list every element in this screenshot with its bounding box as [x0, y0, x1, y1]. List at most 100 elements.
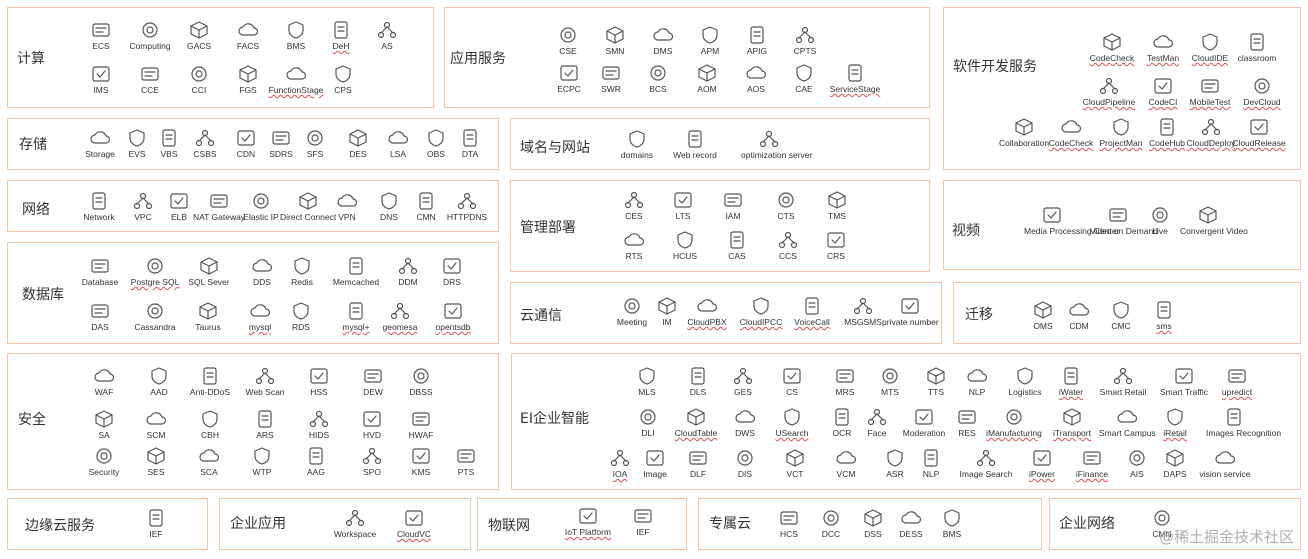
- service-direct-connect[interactable]: Direct Connect: [280, 191, 336, 222]
- service-workspace[interactable]: Workspace: [327, 508, 383, 539]
- service-aad[interactable]: AAD: [131, 366, 187, 397]
- service-cloudrelease[interactable]: CloudRelease: [1231, 117, 1287, 148]
- service-cmc[interactable]: CMC: [1093, 300, 1149, 331]
- service-im[interactable]: IM: [639, 296, 695, 327]
- service-taurus[interactable]: Taurus: [180, 301, 236, 332]
- service-ief[interactable]: IEF: [128, 508, 184, 539]
- service-ims[interactable]: IMS: [73, 64, 129, 95]
- service-drs[interactable]: DRS: [424, 256, 480, 287]
- service-aom[interactable]: AOM: [679, 63, 735, 94]
- service-cts[interactable]: CTS: [758, 190, 814, 221]
- service-anti-ddos[interactable]: Anti-DDoS: [182, 366, 238, 397]
- service-image-search[interactable]: Image Search: [958, 448, 1014, 479]
- service-des[interactable]: DES: [330, 128, 386, 159]
- service-rds[interactable]: RDS: [273, 301, 329, 332]
- service-voicecall[interactable]: VoiceCall: [784, 296, 840, 327]
- service-cce[interactable]: CCE: [122, 64, 178, 95]
- service-opentsdb[interactable]: opentsdb: [425, 301, 481, 332]
- service-apig[interactable]: APIG: [729, 25, 785, 56]
- service-ecs[interactable]: ECS: [73, 20, 129, 51]
- service-imanufacturing[interactable]: iManufacturing: [986, 407, 1042, 438]
- service-crs[interactable]: CRS: [808, 230, 864, 261]
- service-ses[interactable]: SES: [128, 446, 184, 477]
- service-sdrs[interactable]: SDRS: [253, 128, 309, 159]
- service-as[interactable]: AS: [359, 20, 415, 51]
- service-cdn[interactable]: CDN: [218, 128, 274, 159]
- service-vct[interactable]: VCT: [767, 448, 823, 479]
- service-dds[interactable]: DDS: [234, 256, 290, 287]
- service-ars[interactable]: ARS: [237, 409, 293, 440]
- service-logistics[interactable]: Logistics: [997, 366, 1053, 397]
- service-mrs[interactable]: MRS: [817, 366, 873, 397]
- service-computing[interactable]: Computing: [122, 20, 178, 51]
- service-ief[interactable]: IEF: [615, 506, 671, 537]
- service-devcloud[interactable]: DevCloud: [1234, 76, 1290, 107]
- service-collaboration[interactable]: Collaboration: [996, 117, 1052, 148]
- service-vbs[interactable]: VBS: [141, 128, 197, 159]
- service-wtp[interactable]: WTP: [234, 446, 290, 477]
- service-facs[interactable]: FACS: [220, 20, 276, 51]
- service-cmn[interactable]: CMN: [398, 191, 454, 222]
- service-hcs[interactable]: HCS: [761, 508, 817, 539]
- service-ais[interactable]: AIS: [1109, 448, 1165, 479]
- service-dbss[interactable]: DBSS: [393, 366, 449, 397]
- service-bms[interactable]: BMS: [268, 20, 324, 51]
- service-cmn[interactable]: CMN: [1134, 508, 1190, 539]
- service-cs[interactable]: CS: [764, 366, 820, 397]
- service-geomesa[interactable]: geomesa: [372, 301, 428, 332]
- service-cbh[interactable]: CBH: [182, 409, 238, 440]
- service-iot-platform[interactable]: IoT Platform: [560, 506, 616, 537]
- service-optimization-server[interactable]: optimization server: [741, 129, 812, 160]
- service-dws[interactable]: DWS: [717, 407, 773, 438]
- service-network[interactable]: Network: [71, 191, 127, 222]
- service-ecpc[interactable]: ECPC: [541, 63, 597, 94]
- service-bms[interactable]: BMS: [924, 508, 980, 539]
- service-oms[interactable]: OMS: [1015, 300, 1071, 331]
- service-sa[interactable]: SA: [76, 409, 132, 440]
- service-classroom[interactable]: classroom: [1229, 32, 1285, 63]
- service-servicestage[interactable]: ServiceStage: [827, 63, 883, 94]
- service-ipower[interactable]: iPower: [1014, 448, 1070, 479]
- service-cloudpipeline[interactable]: CloudPipeline: [1081, 76, 1137, 107]
- service-hcus[interactable]: HCUS: [657, 230, 713, 261]
- service-mysql[interactable]: mysql: [232, 301, 288, 332]
- service-deh[interactable]: DeH: [313, 20, 369, 51]
- service-meeting[interactable]: Meeting: [604, 296, 660, 327]
- service-ioa[interactable]: IOA: [592, 448, 648, 479]
- service-evs[interactable]: EVS: [109, 128, 165, 159]
- service-tts[interactable]: TTS: [908, 366, 964, 397]
- service-dta[interactable]: DTA: [442, 128, 498, 159]
- service-ccs[interactable]: CCS: [760, 230, 816, 261]
- service-hwaf[interactable]: HWAF: [393, 409, 449, 440]
- service-moderation[interactable]: Moderation: [896, 407, 952, 438]
- service-dli[interactable]: DLI: [620, 407, 676, 438]
- service-smn[interactable]: SMN: [587, 25, 643, 56]
- service-scm[interactable]: SCM: [128, 409, 184, 440]
- service-ges[interactable]: GES: [715, 366, 771, 397]
- service-projectman[interactable]: ProjectMan: [1093, 117, 1149, 148]
- service-sms[interactable]: sms: [1136, 300, 1192, 331]
- service-sfs[interactable]: SFS: [287, 128, 343, 159]
- service-dls[interactable]: DLS: [670, 366, 726, 397]
- service-vpn[interactable]: VPN: [319, 191, 375, 222]
- service-mobiletest[interactable]: MobileTest: [1182, 76, 1238, 107]
- service-obs[interactable]: OBS: [408, 128, 464, 159]
- service-mls[interactable]: MLS: [619, 366, 675, 397]
- service-postgre-sql[interactable]: Postgre SQL: [127, 256, 183, 287]
- service-dew[interactable]: DEW: [345, 366, 401, 397]
- service-dis[interactable]: DIS: [717, 448, 773, 479]
- service-hss[interactable]: HSS: [291, 366, 347, 397]
- service-sca[interactable]: SCA: [181, 446, 237, 477]
- service-codecheck[interactable]: CodeCheck: [1084, 32, 1140, 63]
- service-dns[interactable]: DNS: [361, 191, 417, 222]
- service-asr[interactable]: ASR: [867, 448, 923, 479]
- service-dlf[interactable]: DLF: [670, 448, 726, 479]
- service-convergent-video[interactable]: Convergent Video: [1180, 205, 1248, 236]
- service-fgs[interactable]: FGS: [220, 64, 276, 95]
- service-hvd[interactable]: HVD: [344, 409, 400, 440]
- service-ocr[interactable]: OCR: [814, 407, 870, 438]
- service-smart-retail[interactable]: Smart Retail: [1095, 366, 1151, 397]
- service-swr[interactable]: SWR: [583, 63, 639, 94]
- service-cloudide[interactable]: CloudIDE: [1182, 32, 1238, 63]
- service-res[interactable]: RES: [939, 407, 995, 438]
